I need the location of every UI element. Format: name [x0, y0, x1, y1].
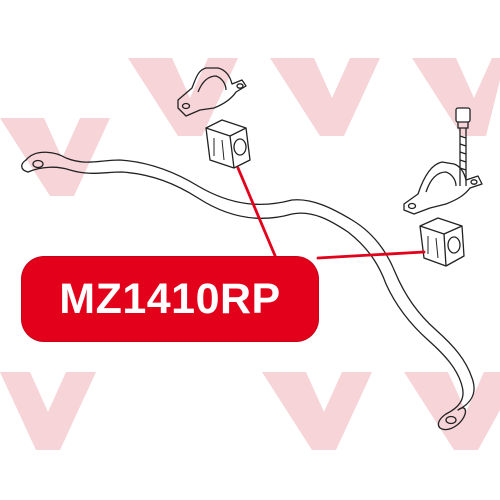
watermark-chevron-1 [0, 118, 110, 196]
bracket-right-bolt-hole [407, 202, 417, 210]
bracket-left-bolt-hole [181, 102, 191, 110]
bushing-right-bore [447, 236, 461, 254]
bolt-right [455, 107, 471, 186]
watermark-chevron-3 [270, 58, 380, 136]
bracket-left [177, 67, 247, 117]
bushing-left-bore [233, 138, 247, 156]
leader-lines [236, 166, 426, 260]
bolt-right-head [455, 107, 471, 123]
watermark-chevron-4 [412, 58, 500, 136]
leader-line-right-bushing [316, 250, 426, 260]
watermark-chevron-5 [0, 372, 96, 450]
bracket-left-bolt-hole-2 [236, 83, 244, 89]
leader-line-left-bushing [236, 166, 278, 260]
watermark-chevron-6 [262, 372, 372, 450]
bracket-right-bolt-hole-2 [470, 179, 478, 185]
part-number-label: MZ1410RP [22, 257, 318, 341]
bar-end-left [32, 159, 44, 169]
bar-end-right-eye [445, 415, 457, 425]
bar-end-left-eye [32, 159, 44, 169]
bar-end-right [437, 407, 467, 431]
bushing-right [419, 217, 465, 267]
bracket-right [403, 161, 483, 215]
stabilizer-bar [21, 151, 475, 415]
bushing-left [205, 119, 251, 169]
